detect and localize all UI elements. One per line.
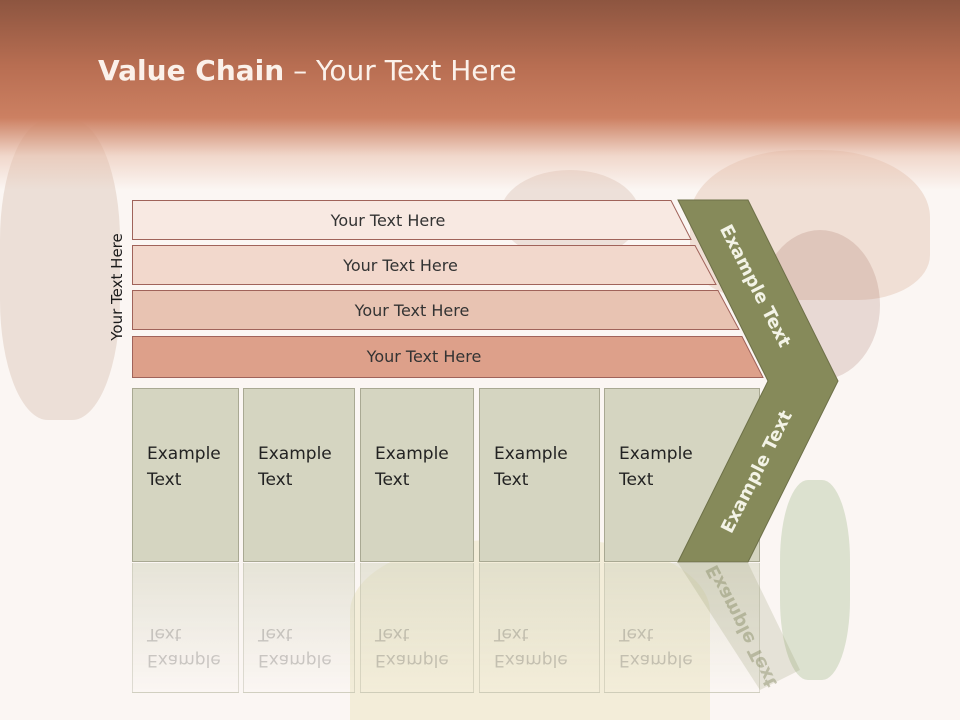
- row-1: Your Text Here: [132, 200, 692, 240]
- card-2-line1: Example: [258, 444, 332, 464]
- card-3-line1: Example: [375, 444, 449, 464]
- card-4-line2: Text: [494, 470, 529, 490]
- row-3-label: Your Text Here: [354, 300, 470, 320]
- row-3-shape: [132, 290, 740, 330]
- row-1-shape: [132, 200, 692, 240]
- row-2-label: Your Text Here: [343, 255, 458, 275]
- example-card-4: Example Text: [479, 388, 600, 562]
- card-3-line2: Text: [375, 470, 410, 490]
- card-1-line1: Example: [147, 444, 221, 464]
- row-4-label: Your Text Here: [366, 346, 482, 366]
- row-1-label: Your Text Here: [330, 210, 446, 230]
- header-band: [0, 0, 960, 190]
- row-4-shape: [132, 336, 764, 378]
- card-2-line2: Text: [258, 470, 293, 490]
- card-1-line2: Text: [147, 470, 182, 490]
- example-card-3: Example Text: [360, 388, 474, 562]
- chevron-reflection: [678, 563, 800, 690]
- slide-title: Value Chain – Your Text Here: [98, 54, 517, 87]
- row-2: Your Text Here: [132, 245, 717, 285]
- row-4: Your Text Here: [132, 336, 764, 378]
- card-3-reflection: Example Text: [360, 563, 474, 693]
- card-2-reflection: Example Text: [243, 563, 355, 693]
- card-4-reflection: Example Text: [479, 563, 600, 693]
- row-2-shape: [132, 245, 717, 285]
- card-1-reflection: Example Text: [132, 563, 239, 693]
- example-card-2: Example Text: [243, 388, 355, 562]
- chevron-shape: [677, 199, 839, 563]
- card-5-line1: Example: [619, 444, 693, 464]
- card-5-reflection: Example Text: [604, 563, 760, 693]
- row-3: Your Text Here: [132, 290, 740, 330]
- card-4-line1: Example: [494, 444, 568, 464]
- card-5-line2: Text: [619, 470, 654, 490]
- example-card-1: Example Text: [132, 388, 239, 562]
- title-bold: Value Chain: [98, 54, 285, 87]
- title-rest: – Your Text Here: [284, 54, 517, 87]
